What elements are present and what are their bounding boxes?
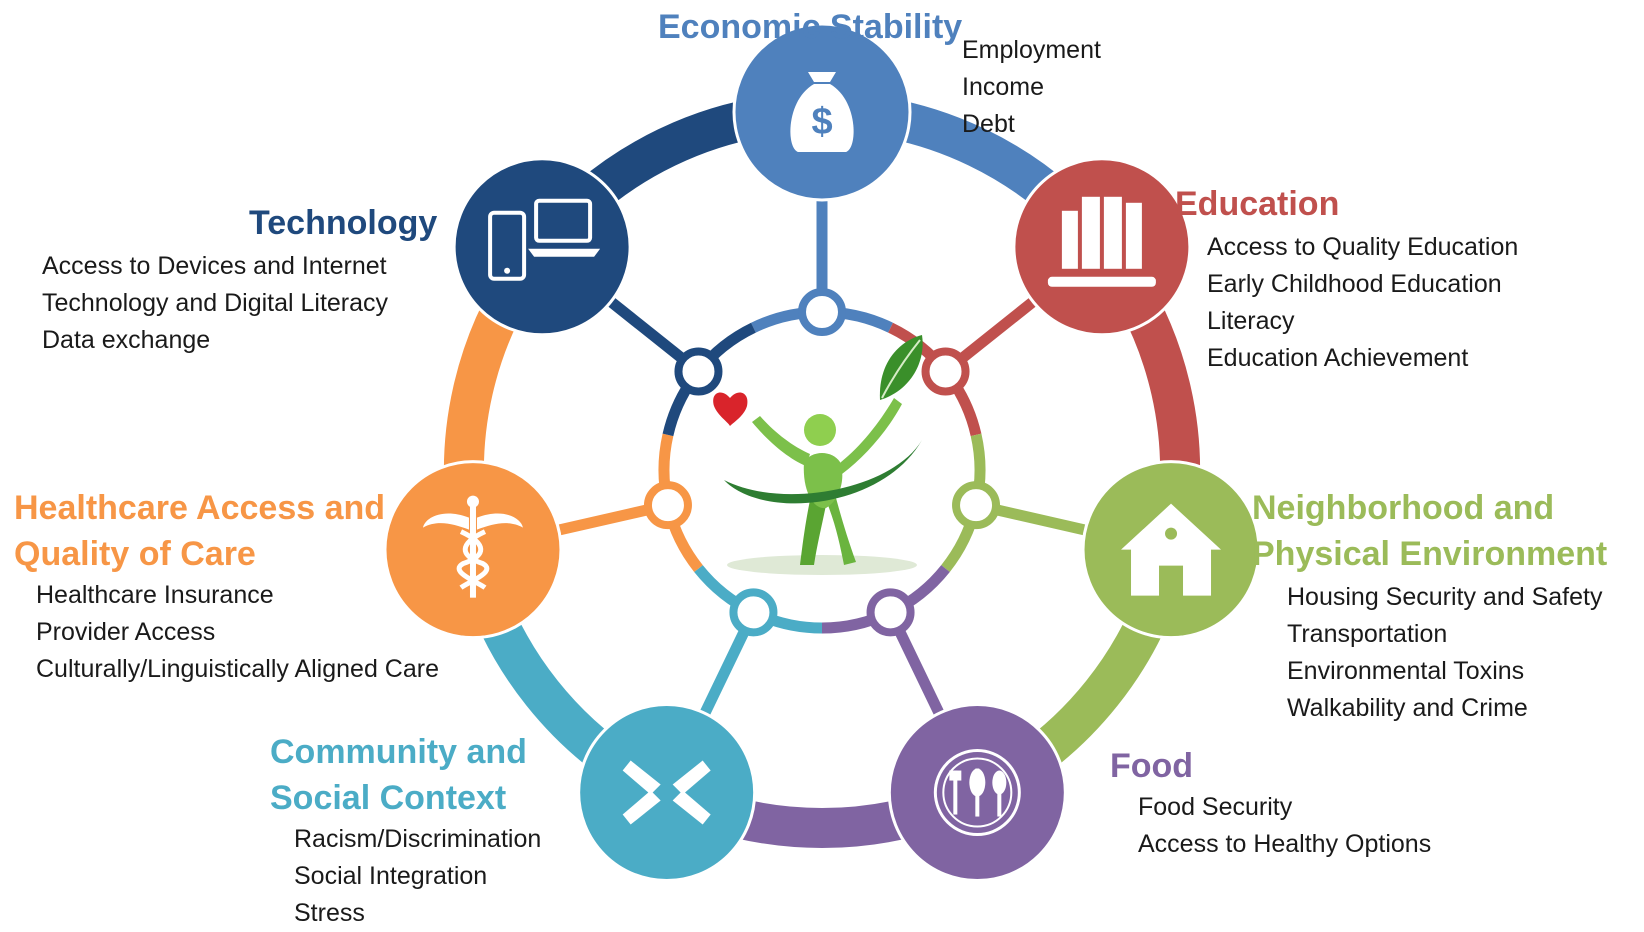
food-plate-icon bbox=[933, 749, 1021, 837]
category-food: Food Food Security Access to Healthy Opt… bbox=[1110, 743, 1431, 863]
list-item: Environmental Toxins bbox=[1287, 657, 1525, 685]
list-item: Social Integration bbox=[294, 862, 488, 890]
list-item: Racism/Discrimination bbox=[294, 825, 542, 853]
list-item: Transportation bbox=[1287, 620, 1448, 648]
hub-economic-stability: $ bbox=[732, 22, 912, 202]
category-items: Housing Security and Safety Transportati… bbox=[1287, 579, 1607, 727]
hub-community bbox=[577, 703, 757, 883]
list-item: Housing Security and Safety bbox=[1287, 583, 1603, 611]
books-icon bbox=[1047, 196, 1156, 287]
list-item: Access to Healthy Options bbox=[1138, 830, 1432, 858]
list-item: Walkability and Crime bbox=[1287, 694, 1528, 722]
list-item: Culturally/Linguistically Aligned Care bbox=[36, 655, 439, 683]
category-title-line: Neighborhood and bbox=[1252, 489, 1555, 527]
category-title-line: Quality of Care bbox=[14, 535, 256, 573]
category-items: Food Security Access to Healthy Options bbox=[1138, 789, 1431, 863]
list-item: Food Security bbox=[1138, 793, 1293, 821]
list-item: Early Childhood Education bbox=[1207, 270, 1502, 298]
category-title-line: Community and bbox=[270, 733, 527, 771]
list-item: Employment bbox=[962, 36, 1101, 64]
list-item: Debt bbox=[962, 110, 1015, 138]
category-items: Healthcare Insurance Provider Access Cul… bbox=[36, 577, 439, 688]
list-item: Literacy bbox=[1207, 307, 1295, 335]
connector-node-economic-stability bbox=[798, 288, 846, 336]
hub-education bbox=[1012, 157, 1192, 337]
list-item: Data exchange bbox=[42, 326, 211, 354]
connector-node-neighborhood bbox=[952, 481, 1001, 530]
category-items: Racism/Discrimination Social Integration… bbox=[294, 821, 541, 932]
category-hubs: $ bbox=[383, 22, 1261, 883]
hub-food bbox=[887, 703, 1067, 883]
list-item: Education Achievement bbox=[1207, 344, 1469, 372]
list-item: Technology and Digital Literacy bbox=[42, 289, 389, 317]
category-title: Food bbox=[1110, 747, 1194, 785]
category-neighborhood: Neighborhood and Physical Environment Ho… bbox=[1252, 485, 1607, 727]
joined-hands-icon bbox=[622, 760, 711, 825]
person-heart-leaf-icon bbox=[713, 335, 923, 575]
money-bag-icon: $ bbox=[790, 72, 854, 152]
category-items-economic-stability: Employment Income Debt bbox=[962, 32, 1101, 143]
category-community: Community and Social Context Racism/Disc… bbox=[270, 729, 541, 932]
list-item: Provider Access bbox=[36, 618, 216, 646]
caduceus-icon bbox=[422, 495, 523, 598]
connector-node-community bbox=[729, 588, 778, 637]
connector-node-education bbox=[921, 347, 970, 396]
category-healthcare: Healthcare Access and Quality of Care He… bbox=[14, 485, 439, 688]
list-item: Stress bbox=[294, 899, 365, 927]
category-title-line: Social Context bbox=[270, 779, 507, 817]
category-title: Technology bbox=[249, 204, 438, 242]
category-technology: Technology bbox=[249, 200, 437, 246]
connector-nodes bbox=[643, 288, 1001, 637]
connector-node-technology bbox=[674, 347, 723, 396]
category-economic-stability: Economic Stability bbox=[658, 4, 962, 50]
category-title: Education bbox=[1175, 185, 1340, 223]
list-item: Income bbox=[962, 73, 1044, 101]
list-item: Access to Quality Education bbox=[1207, 233, 1519, 261]
category-education: Education Access to Quality Education Ea… bbox=[1175, 181, 1518, 377]
hub-technology bbox=[452, 157, 632, 337]
svg-text:$: $ bbox=[811, 101, 832, 143]
category-items-technology: Access to Devices and Internet Technolog… bbox=[42, 248, 388, 359]
connector-node-food bbox=[866, 588, 915, 637]
hub-healthcare bbox=[383, 460, 563, 640]
list-item: Access to Devices and Internet bbox=[42, 252, 387, 280]
devices-icon bbox=[488, 198, 601, 281]
category-title-line: Physical Environment bbox=[1252, 535, 1608, 573]
category-items: Access to Quality Education Early Childh… bbox=[1207, 229, 1518, 377]
hub-neighborhood bbox=[1081, 460, 1261, 640]
house-icon bbox=[1121, 503, 1222, 596]
list-item: Healthcare Insurance bbox=[36, 581, 274, 609]
category-title-line: Healthcare Access and bbox=[14, 489, 386, 527]
connector-node-healthcare bbox=[643, 481, 692, 530]
category-title: Economic Stability bbox=[658, 8, 963, 46]
